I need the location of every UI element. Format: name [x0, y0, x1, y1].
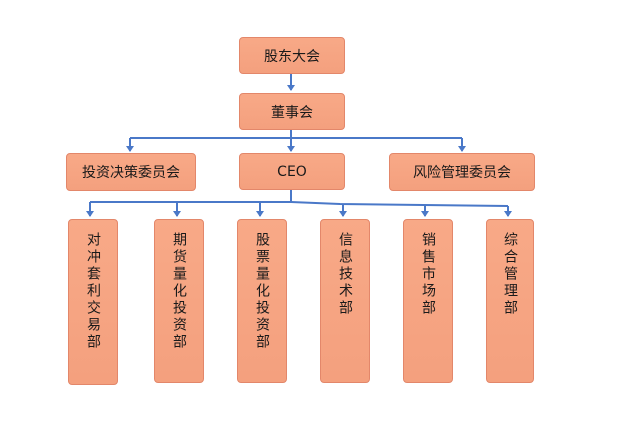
node-department[interactable]: 销售市场部 — [403, 219, 453, 383]
node-department[interactable]: 信息技术部 — [320, 219, 370, 383]
department-label: 对冲套利交易部 — [85, 232, 101, 351]
department-label: 股票量化投资部 — [254, 232, 270, 351]
department-label: 综合管理部 — [502, 232, 518, 317]
node-investment-committee[interactable]: 投资决策委员会 — [66, 153, 196, 191]
node-department[interactable]: 对冲套利交易部 — [68, 219, 118, 385]
node-label: CEO — [277, 163, 307, 180]
node-label: 董事会 — [271, 104, 313, 121]
node-label: 风险管理委员会 — [413, 165, 511, 181]
node-shareholders[interactable]: 股东大会 — [239, 37, 345, 74]
node-label: 股东大会 — [264, 48, 320, 65]
department-label: 期货量化投资部 — [171, 232, 187, 351]
node-risk-committee[interactable]: 风险管理委员会 — [389, 153, 535, 191]
department-label: 信息技术部 — [337, 232, 353, 317]
node-board[interactable]: 董事会 — [239, 93, 345, 130]
department-label: 销售市场部 — [420, 232, 436, 317]
node-department[interactable]: 期货量化投资部 — [154, 219, 204, 383]
node-ceo[interactable]: CEO — [239, 153, 345, 190]
connector-dept-bus-right — [290, 201, 509, 207]
node-department[interactable]: 综合管理部 — [486, 219, 534, 383]
node-label: 投资决策委员会 — [82, 165, 180, 181]
node-department[interactable]: 股票量化投资部 — [237, 219, 287, 383]
